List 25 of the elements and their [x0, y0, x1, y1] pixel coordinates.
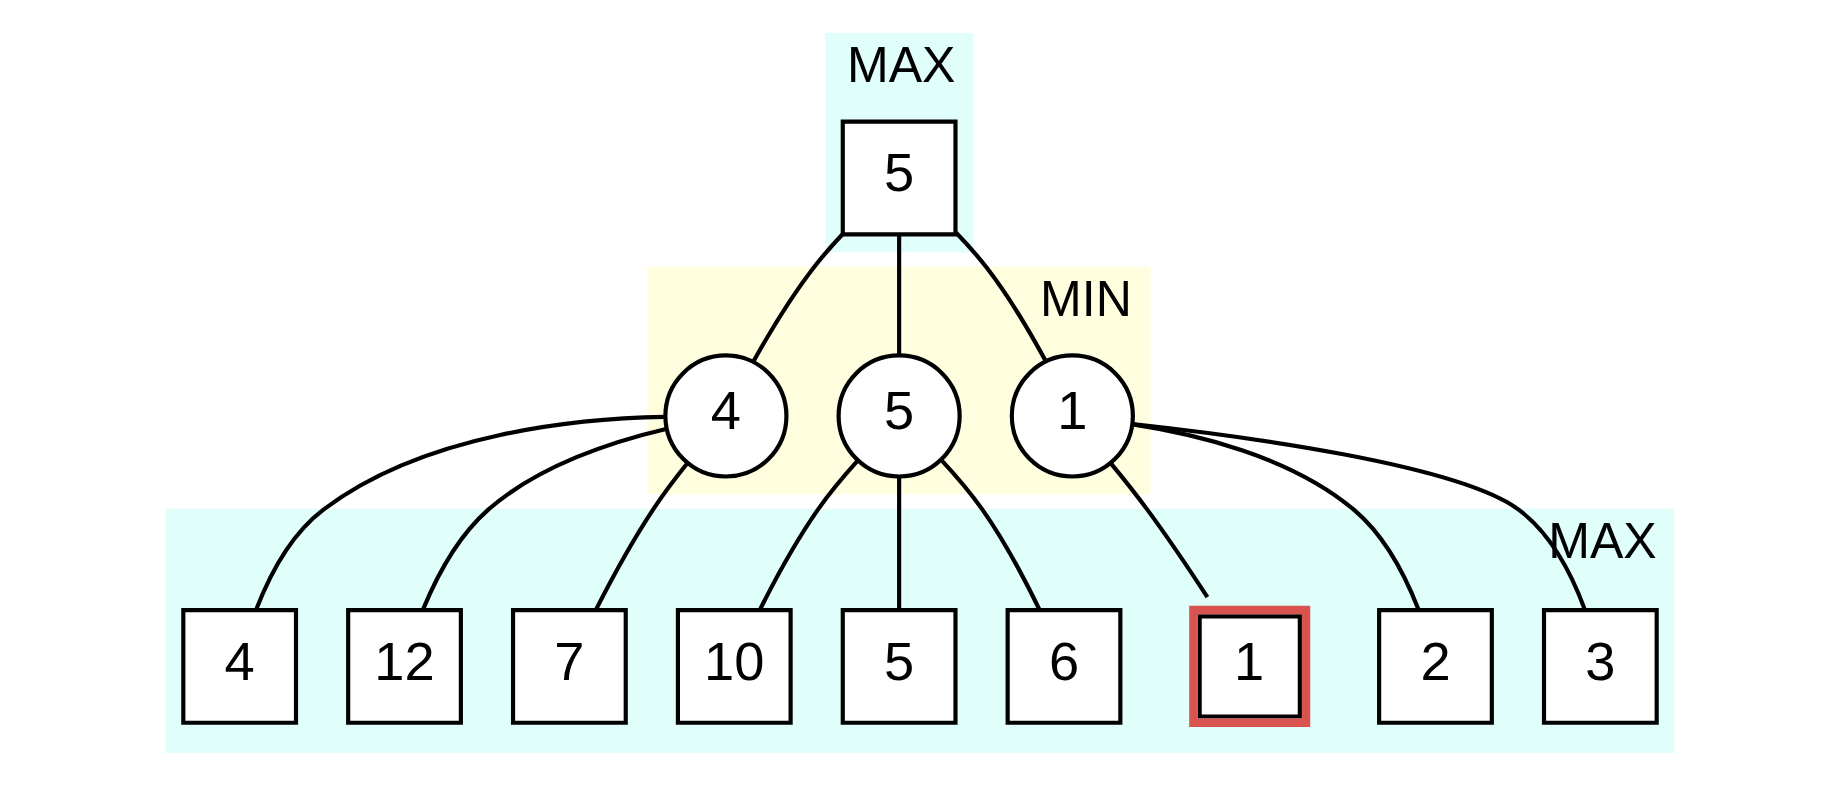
connector: [593, 461, 689, 610]
node-box: 4: [180, 607, 298, 725]
node-box: 10: [675, 607, 793, 725]
connector: [896, 234, 901, 355]
node-box: 1: [1188, 605, 1310, 727]
node-box: 7: [510, 607, 628, 725]
connector: [954, 230, 1048, 362]
connector: [939, 458, 1041, 610]
node-box: 2: [1376, 607, 1494, 725]
node-circle: 5: [836, 352, 962, 479]
node-box: 12: [345, 607, 463, 725]
connector: [1131, 421, 1420, 610]
connector: [1108, 461, 1209, 598]
node-box: 5: [840, 607, 958, 725]
node-circle: 4: [662, 352, 788, 479]
node-box: 5: [840, 119, 958, 236]
connector: [757, 459, 859, 611]
connector: [253, 414, 665, 610]
connector: [751, 232, 844, 362]
connector: [896, 476, 901, 610]
connector: [1131, 421, 1587, 611]
node-box: 6: [1005, 607, 1122, 725]
node-box: 3: [1541, 607, 1659, 725]
connector: [420, 426, 667, 610]
node-circle: 1: [1009, 352, 1135, 479]
